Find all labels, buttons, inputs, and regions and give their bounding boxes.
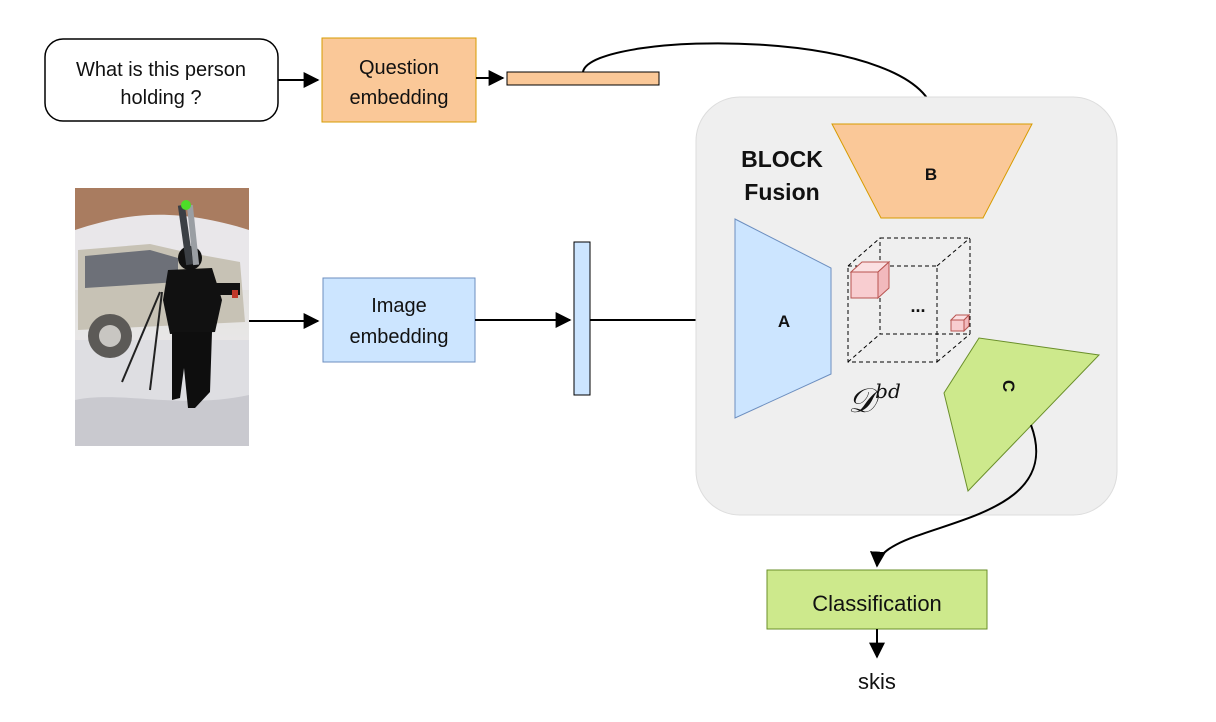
fusion-title-line2: Fusion xyxy=(744,179,819,205)
block-c-label: C xyxy=(999,380,1018,392)
classification-box: Classification xyxy=(766,569,988,630)
block-c: C xyxy=(943,337,1101,493)
question-box: What is this person holding ? xyxy=(44,38,279,122)
question-vector xyxy=(506,71,660,86)
classification-label: Classification xyxy=(812,591,942,616)
skier-photo xyxy=(75,188,249,446)
image-embedding-box: Image embedding xyxy=(322,277,476,363)
image-embedding-line1: Image xyxy=(371,295,427,317)
question-text-line2: holding ? xyxy=(120,87,201,109)
question-text-line1: What is this person xyxy=(76,59,246,81)
small-core-block xyxy=(949,313,971,333)
tensor-ellipsis: ... xyxy=(910,296,925,316)
tensor-label: 𝒟bd xyxy=(848,379,901,421)
answer-text: skis xyxy=(858,669,896,694)
tensor-superscript: bd xyxy=(875,379,901,403)
large-core-block xyxy=(849,260,891,300)
arrow-block-c-to-classification xyxy=(870,424,1038,568)
image-vector xyxy=(573,241,591,396)
block-a-label: A xyxy=(778,312,790,331)
fusion-title-line1: BLOCK xyxy=(741,146,823,172)
block-b-label: B xyxy=(925,165,937,184)
question-embedding-line2: embedding xyxy=(350,87,449,109)
block-b: B xyxy=(831,123,1033,219)
image-embedding-line2: embedding xyxy=(350,326,449,348)
block-a: A xyxy=(734,218,832,419)
question-embedding-line1: Question xyxy=(359,57,439,79)
arrow-vector-to-block-b xyxy=(582,42,943,122)
question-embedding-box: Question embedding xyxy=(321,37,477,123)
